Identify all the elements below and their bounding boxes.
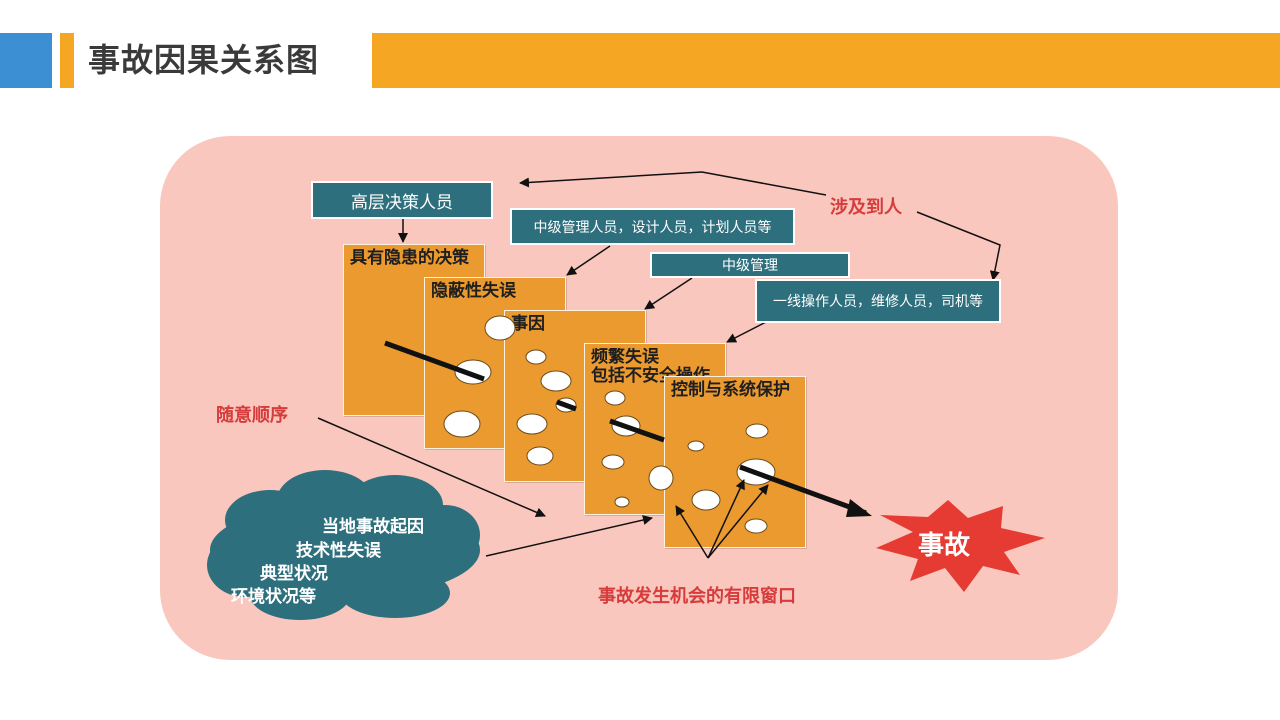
slice-label: 具有隐患的决策	[350, 248, 469, 268]
slice-control-protection: 控制与系统保护	[664, 376, 806, 548]
label-involves-people: 涉及到人	[830, 197, 902, 218]
role-middle-management: 中级管理	[650, 252, 850, 278]
role-middle-managers-designers: 中级管理人员，设计人员，计划人员等	[510, 208, 795, 245]
slice-label: 隐蔽性失误	[431, 281, 516, 301]
page-title: 事故因果关系图	[88, 41, 320, 79]
cloud-line-local-causes: 当地事故起因	[322, 517, 424, 537]
label-limited-window: 事故发生机会的有限窗口	[598, 586, 796, 607]
cloud-line-environment: 环境状况等	[231, 587, 316, 607]
slice-label: 控制与系统保护	[671, 380, 790, 400]
cloud-line-typical-conditions: 典型状况	[260, 564, 328, 584]
role-frontline-workers: 一线操作人员，维修人员，司机等	[755, 279, 1001, 323]
cloud-line-technical-error: 技术性失误	[296, 541, 381, 561]
slice-label: 事因	[511, 314, 545, 334]
header-blue-block	[0, 33, 52, 88]
role-senior-decision-makers: 高层决策人员	[311, 181, 493, 219]
header-orange-strip	[60, 33, 74, 88]
label-random-order: 随意顺序	[216, 405, 288, 426]
accident-label: 事故	[918, 531, 971, 561]
header-orange-bar	[372, 33, 1280, 88]
